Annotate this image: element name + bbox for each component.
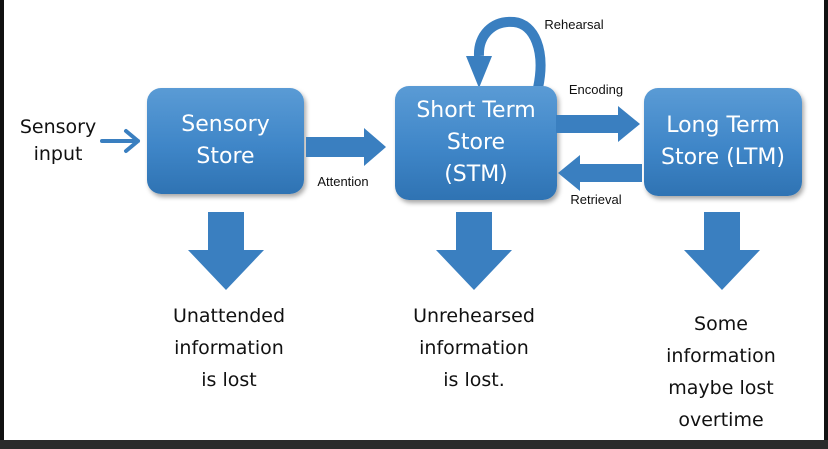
- sensory-outcome-text: Unattended information is lost: [172, 305, 286, 391]
- sensory-store-label: Sensory Store: [181, 112, 270, 169]
- stm-down-arrow: [436, 212, 512, 290]
- rehearsal-label: Rehearsal: [544, 17, 604, 32]
- short-term-store-label: Short Term Store (STM): [416, 98, 536, 187]
- ltm-down-arrow: [684, 212, 760, 290]
- long-term-store-label: Long Term Store (LTM): [661, 113, 785, 170]
- diagram-canvas: Sensory input Sensory Store Attention Re…: [4, 0, 824, 440]
- attention-arrow: [306, 128, 386, 166]
- encoding-arrow: [556, 106, 640, 142]
- sensory-store-box: Sensory Store: [147, 88, 304, 194]
- sensory-down-arrow: [188, 212, 264, 290]
- retrieval-arrow: [558, 155, 642, 191]
- stm-outcome-text: Unrehearsed information is lost.: [413, 305, 535, 391]
- encoding-label: Encoding: [568, 82, 624, 97]
- short-term-store-box: Short Term Store (STM): [395, 86, 557, 200]
- ltm-outcome-text: Some information maybe lost overtime: [666, 313, 776, 431]
- sensory-input-label: Sensory input: [19, 116, 97, 165]
- retrieval-label: Retrieval: [570, 192, 622, 207]
- bottom-border: [0, 440, 828, 449]
- long-term-store-box: Long Term Store (LTM): [644, 88, 802, 196]
- attention-label: Attention: [317, 174, 369, 189]
- rehearsal-loop-arrow: [466, 16, 546, 90]
- sensory-input-arrow: [100, 129, 140, 153]
